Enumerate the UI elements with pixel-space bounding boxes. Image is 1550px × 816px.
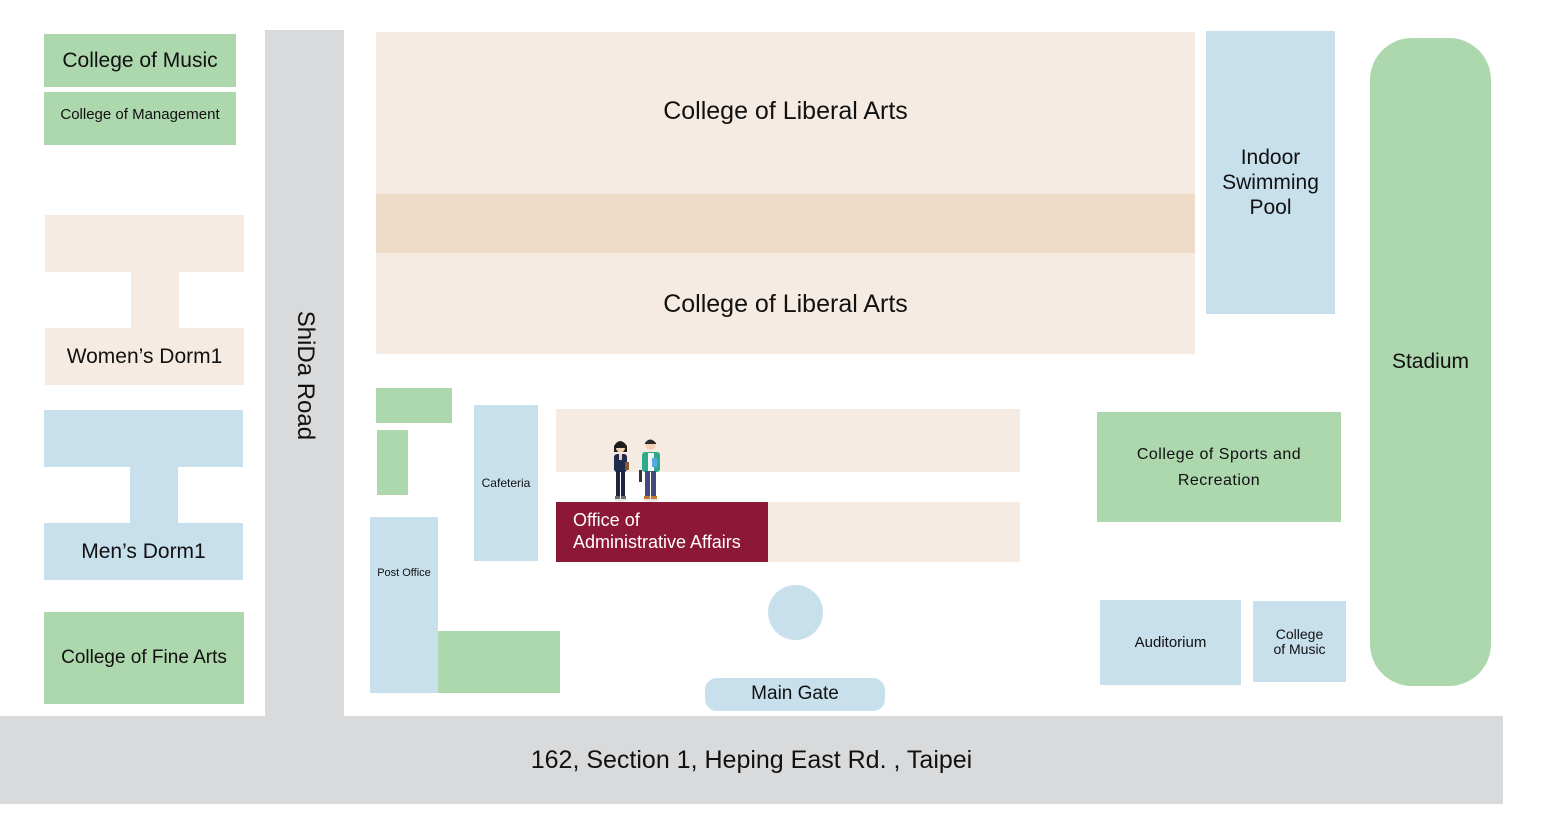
- building-label: College of Liberal Arts: [663, 290, 908, 318]
- building-office-of-administrative-affairs[interactable]: Office of Administrative Affairs: [556, 502, 768, 562]
- building-label-line: Pool: [1249, 196, 1292, 220]
- building-college-of-music-bottom[interactable]: College of Music: [1253, 601, 1346, 682]
- womens-dorm-connector: [131, 272, 179, 328]
- building-label: College of Management: [60, 106, 220, 123]
- building-label: College of Liberal Arts: [663, 97, 908, 125]
- building-label-line: College of Sports and: [1136, 446, 1302, 463]
- building-label-line: of Music: [1273, 640, 1326, 657]
- shida-road-label: ShiDa Road: [291, 310, 319, 440]
- building-unlabeled-green-a[interactable]: [376, 388, 452, 423]
- building-label: Women’s Dorm1: [66, 344, 223, 368]
- building-college-of-fine-arts[interactable]: College of Fine Arts: [44, 612, 244, 704]
- building-unlabeled-green-c[interactable]: [438, 631, 560, 693]
- woman-figure-icon: [614, 441, 629, 502]
- building-label: Cafeteria: [481, 475, 531, 490]
- building-admin-north[interactable]: [556, 409, 1020, 472]
- building-label: Auditorium: [1134, 633, 1207, 651]
- building-label-line: Office of: [573, 510, 640, 531]
- heping-east-road: 162, Section 1, Heping East Rd. , Taipei: [0, 716, 1503, 804]
- mens-dorm-connector: [130, 467, 178, 523]
- building-label: Men’s Dorm1: [81, 539, 206, 563]
- building-womens-dorm[interactable]: Women’s Dorm1: [45, 328, 244, 385]
- building-college-of-music-top[interactable]: College of Music: [44, 34, 236, 87]
- building-liberal-arts-north[interactable]: College of Liberal Arts: [376, 32, 1195, 194]
- address-label: 162, Section 1, Heping East Rd. , Taipei: [530, 746, 973, 774]
- main-gate[interactable]: Main Gate: [705, 678, 885, 711]
- building-stadium[interactable]: Stadium: [1370, 38, 1491, 686]
- building-label-line: Administrative Affairs: [573, 532, 741, 552]
- building-label: Stadium: [1391, 350, 1470, 374]
- building-label-line: Swimming: [1222, 171, 1319, 195]
- building-liberal-arts-south[interactable]: College of Liberal Arts: [376, 253, 1195, 354]
- building-auditorium[interactable]: Auditorium: [1100, 600, 1241, 685]
- building-post-office[interactable]: Post Office: [370, 517, 438, 693]
- building-college-of-management[interactable]: College of Management: [44, 92, 236, 145]
- building-label: College of Music: [62, 48, 218, 72]
- building-label-line: College: [1275, 625, 1324, 642]
- shida-road: ShiDa Road: [265, 30, 344, 720]
- fountain: [768, 585, 823, 640]
- building-unlabeled-green-b[interactable]: [377, 430, 408, 495]
- building-label: College of Fine Arts: [61, 646, 227, 668]
- building-label-line: Recreation: [1177, 472, 1261, 489]
- building-indoor-swimming-pool[interactable]: Indoor Swimming Pool: [1206, 31, 1335, 314]
- building-cafeteria[interactable]: Cafeteria: [474, 405, 538, 561]
- mens-dorm-north-wing[interactable]: [44, 410, 243, 467]
- people-icon: [614, 439, 660, 502]
- building-college-of-sports-and-recreation[interactable]: College of Sports and Recreation: [1097, 412, 1341, 522]
- womens-dorm-north-wing[interactable]: [45, 215, 244, 272]
- building-label: Post Office: [377, 567, 431, 579]
- man-figure-icon: [639, 439, 660, 502]
- liberal-arts-corridor: [376, 194, 1195, 253]
- building-label-line: Indoor: [1240, 146, 1301, 169]
- building-mens-dorm[interactable]: Men’s Dorm1: [44, 523, 243, 580]
- main-gate-label: Main Gate: [751, 683, 839, 705]
